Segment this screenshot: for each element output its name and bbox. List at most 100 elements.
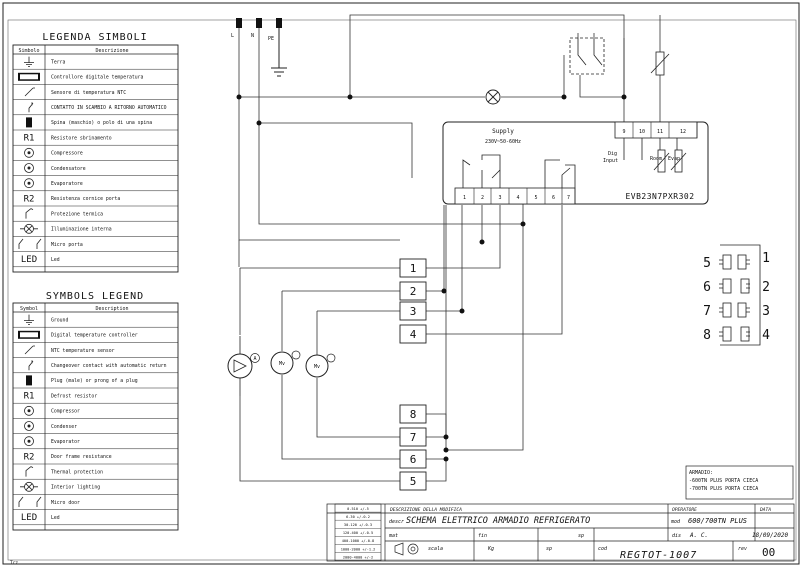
legend-row-description: Door frame resistance [51,454,112,460]
connector-pin-right-label: 1 [762,251,770,266]
legend-row: R2 Door frame resistance [13,452,178,465]
armadio-label: ARMADIO: [689,470,713,476]
compressor-icon [24,147,34,158]
legend-row: Illuminazione interna [13,223,178,237]
controller-top-terminal: 11 [657,122,670,138]
description-label: descr [389,519,404,525]
legend-row-description: Compressore [51,151,83,157]
terminal: 5 [399,471,427,491]
connector-pin-left-label: 6 [703,280,711,295]
digital-controller-icon [18,330,40,339]
model-value: 600/700TN PLUS [688,517,747,525]
ntc-sensor-icon [653,149,687,173]
legend-row-description: Plug (male) or prong of a plug [51,378,138,384]
legend-row: Changeover contact with automatic return [13,360,178,374]
compressor-motor: A [227,336,260,396]
plug-neutral-icon [256,18,262,28]
defrost-resistor-icon-label: R1 [24,392,35,402]
controller-terminal-label: 7 [567,195,570,201]
terminal-label: 2 [410,285,417,298]
junction-dots [236,94,627,462]
controller-top-terminal-label: 9 [622,129,625,135]
mains-neutral-label: N [251,33,254,39]
tolerance-row: 400-1000 +/-0.8 [335,539,381,545]
legend-row-description: Sensore di temperatura NTC [51,90,126,96]
tolerance-row: 1000-2000 +/-1.2 [335,547,381,553]
legend-row-description: Compressor [51,409,80,415]
revision-value: 00 [762,546,775,559]
terminal-label: 4 [410,328,417,341]
controller-terminal-label: 1 [463,195,466,201]
controller-evap-label: Evap [668,156,680,162]
revision-label: rev [738,546,747,552]
mains-supply: L N PE [231,18,287,77]
operator-header: OPERATORE [672,507,697,513]
legend-row: Ground [13,314,178,328]
legend-row: Digital temperature controller [13,330,178,343]
tolerance-value: 120-400 +/-0.5 [343,531,373,535]
condenser-icon [24,163,34,173]
legend-row-description: Condenser [51,424,77,430]
legend-row-description: Micro door [51,500,80,506]
terminal-label: 1 [410,262,417,275]
evaporator-icon [24,178,34,189]
defrost-resistor-icon: R1 [24,134,35,144]
door-resistor-icon-label: R2 [24,194,35,204]
terminal: 2 [399,281,427,301]
door-resistor-icon-label: R2 [24,452,35,462]
legend-row: Terra [13,56,178,70]
legend-row: Interior lighting [13,481,178,495]
condenser-fan-label: Mv [279,361,285,367]
controller-terminal: 6 [552,188,563,204]
ground-icon [24,314,34,325]
legend-row: Micro porta [13,238,178,252]
legend-row: Compressor [13,405,178,419]
lamp-icon [20,223,38,234]
lamp-icon [485,89,501,105]
designer-label: dis [672,533,681,539]
legend-row: Micro door [13,496,178,510]
controller-terminal-label: 2 [481,195,484,201]
legend-row-description: Controllore digitale temperatura [51,75,144,81]
legend-row: Protezione termica [13,208,178,222]
controller-supply-voltage: 230V~50-60Hz [485,139,521,145]
legend-row-description: Protezione termica [51,211,103,217]
door-resistor-icon: R2 [24,452,35,462]
legend-row-description: Spina (maschio) o polo di una spina [51,120,152,126]
led-icon-label: LED [21,255,37,265]
controller-input-label: Input [603,158,618,164]
terminal: 4 [399,324,427,344]
legend-row: Condensatore [13,163,178,176]
door-switch-icon [569,37,605,75]
ntc-sensor-icon [24,345,35,355]
terminal-label: 8 [410,408,417,421]
terminal: 8 [399,404,427,424]
legend-row: Controllore digitale temperatura [13,72,178,85]
legend-row: Thermal protection [13,466,178,480]
terminal: 6 [399,449,427,469]
defrost-resistor-icon-label: R1 [24,134,35,144]
terminal: 3 [399,301,427,321]
material-label: mat [388,533,398,539]
tolerance-value: 2000-4000 +/-2 [343,555,373,559]
controller-top-terminal: 12 [680,122,698,138]
title-block-text: ARMADIO: -600TN PLUS PORTA CIECA -700TN … [10,470,789,566]
mains-line-label: L [231,33,234,39]
connector-pin-left-label: 5 [703,256,711,271]
controller-model-label: EVB23N7PXR302 [625,192,694,201]
controller-top-terminal-label: 10 [639,129,645,135]
legend-row-description: Condensatore [51,166,86,172]
drawing-description: SCHEMA ELETTRICO ARMADIO REFRIGERATO [406,516,590,526]
lamp-icon [20,481,38,492]
controller-top-terminal-label: 11 [657,129,663,135]
designer-value: A. C. [689,532,708,539]
legend-it-col-desc: Descrizione [95,48,128,54]
legend-row: Plug (male) or prong of a plug [13,375,178,389]
controller-terminal-label: 3 [498,195,501,201]
evaporator-fan-motor: Mv [305,353,336,378]
led-icon: LED [21,513,37,523]
